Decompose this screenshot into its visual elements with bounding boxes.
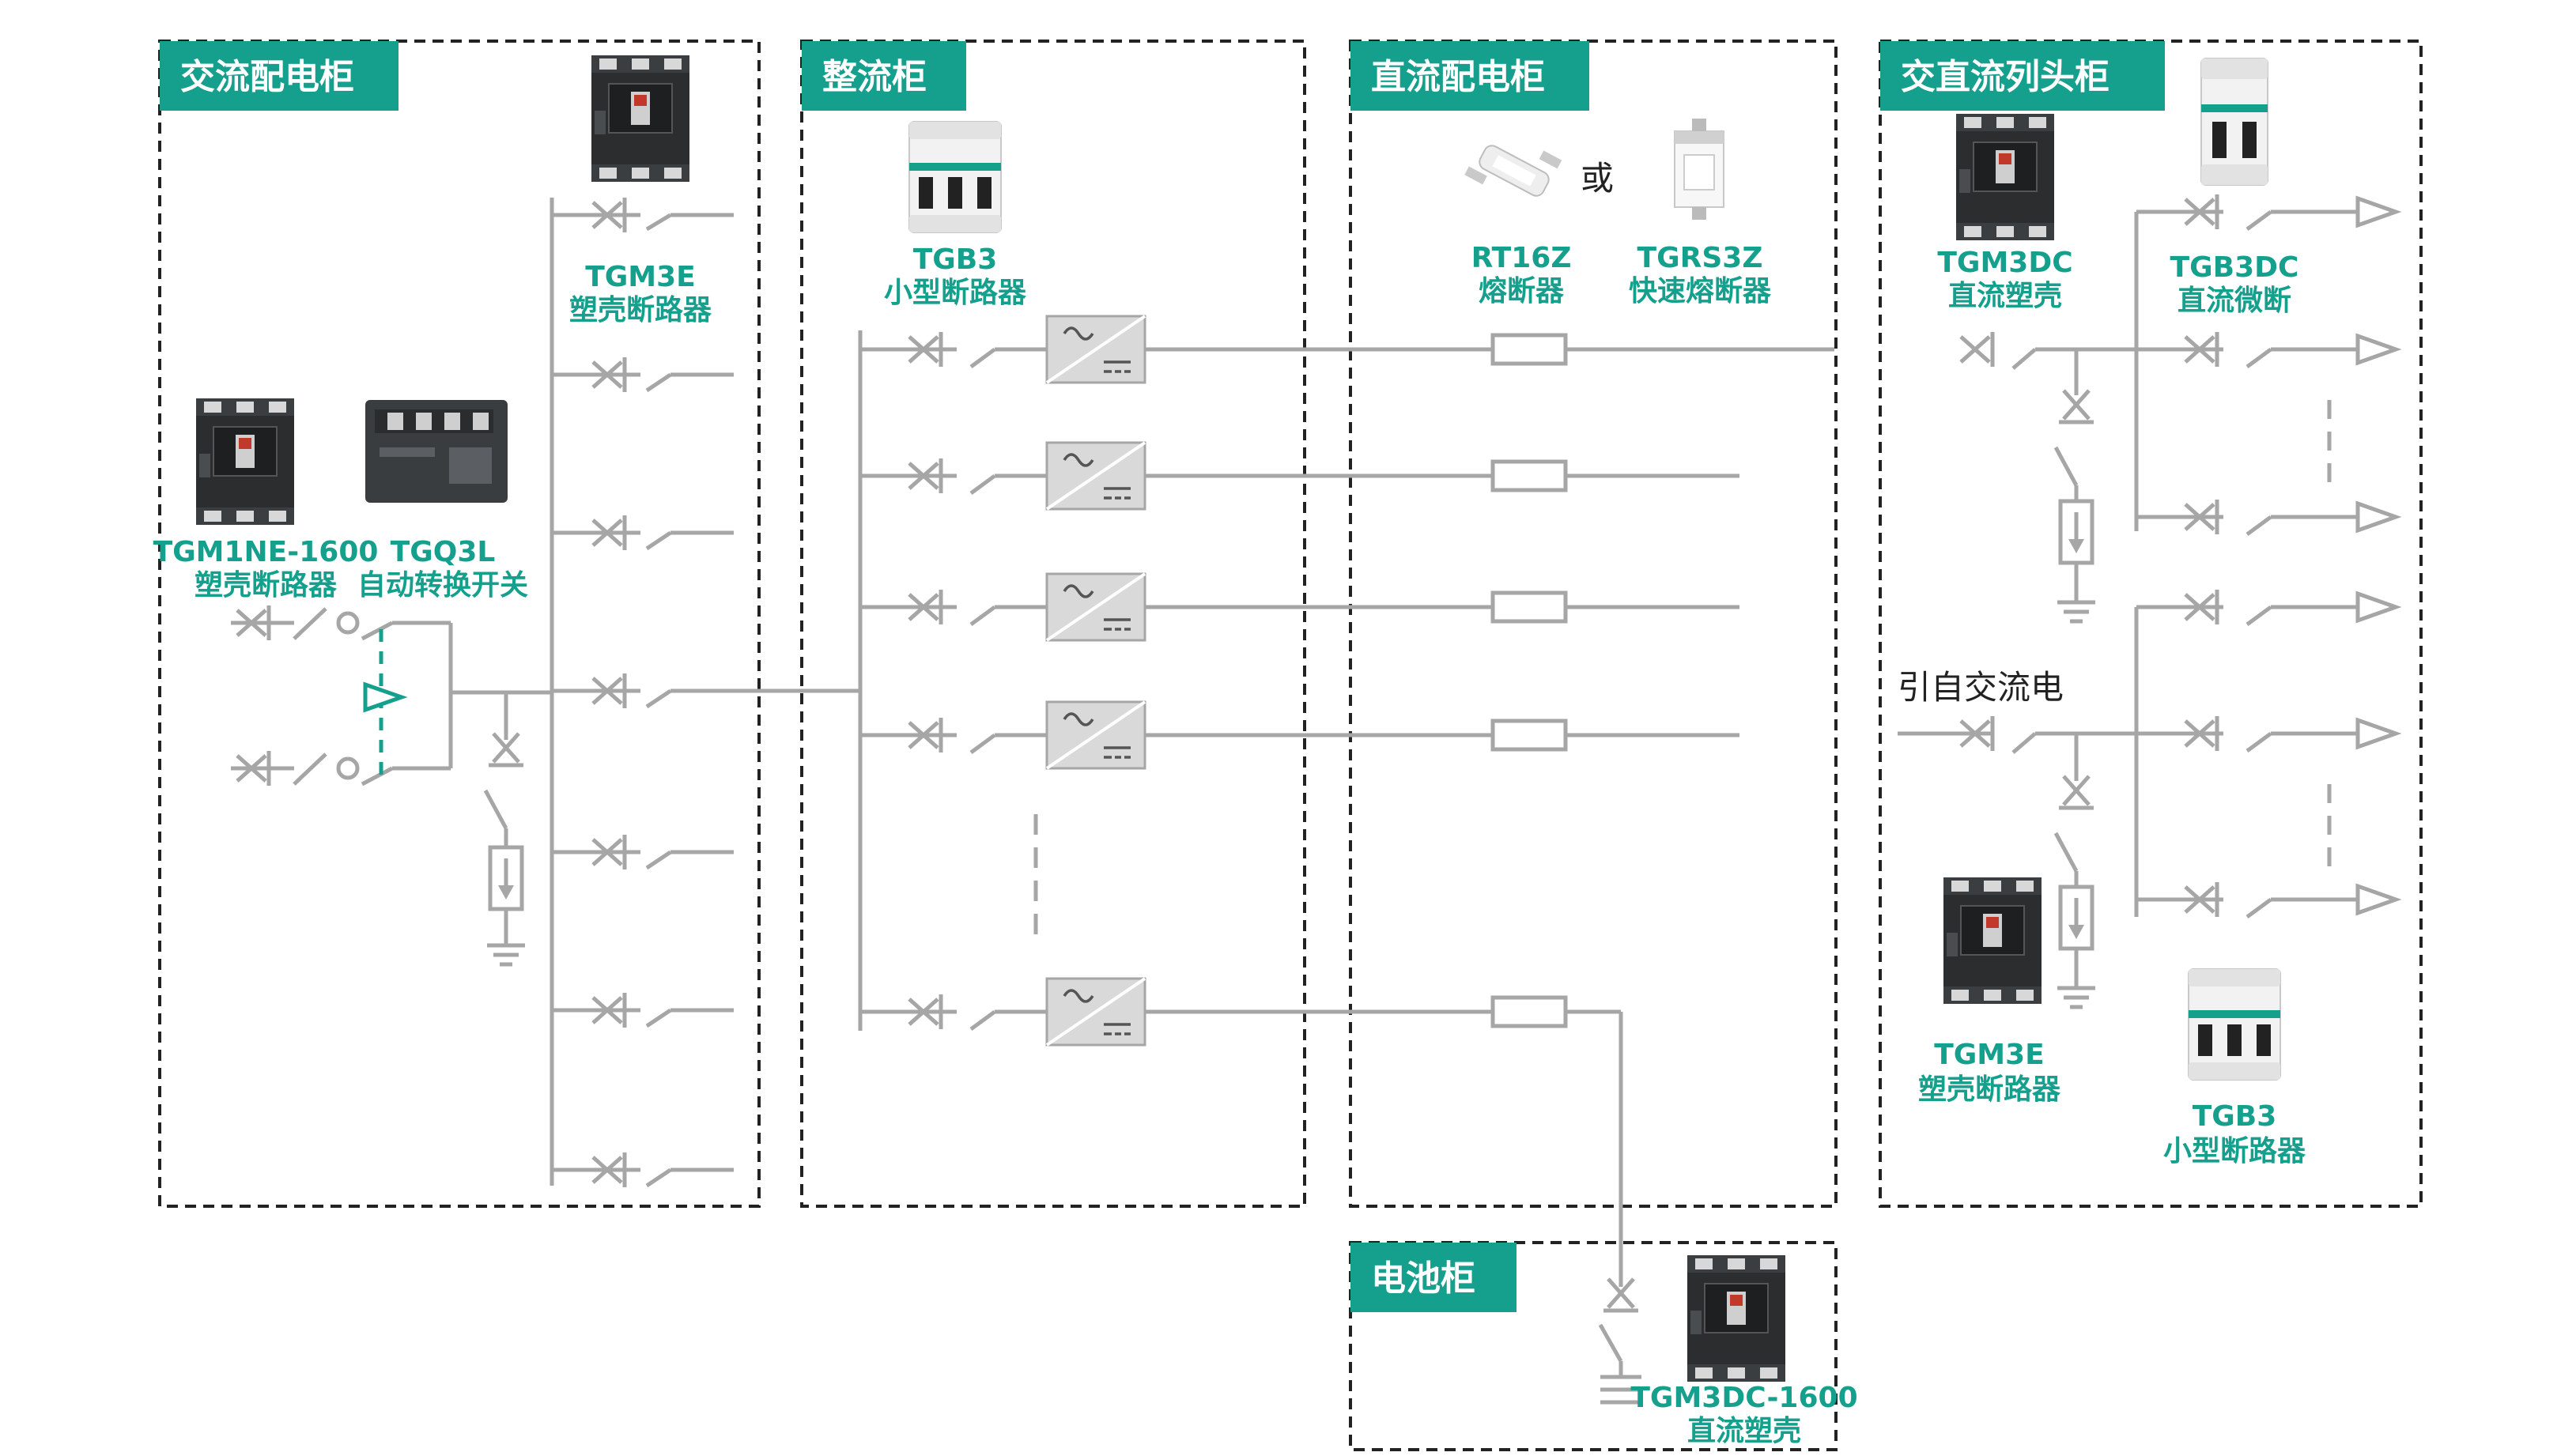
tgb3dc-model: TGB3DC <box>2170 251 2299 284</box>
tgm1ne-model: TGM1NE-1600 <box>153 536 379 568</box>
tgq3l-image <box>365 400 508 503</box>
dc-circuit: 或 RT16Z 熔断器 TGRS3Z 快速熔断器 <box>1464 119 1772 1287</box>
box-dc <box>1349 40 1838 1208</box>
battery-circuit: TGM3DC-1600 直流塑壳 <box>1598 1254 1858 1447</box>
ac-source-label: 引自交流电 <box>1898 668 2064 707</box>
tgm3e-ac-desc: 塑壳断路器 <box>569 294 712 326</box>
rectifier-rows <box>860 315 1834 1047</box>
rt16z-model: RT16Z <box>1471 242 1572 274</box>
section-title-ac: 交流配电柜 <box>180 57 354 97</box>
tgm3dc1600-model: TGM3DC-1600 <box>1630 1382 1857 1414</box>
tgm3dc1600-image <box>1686 1254 1786 1382</box>
section-title-battery: 电池柜 <box>1371 1258 1475 1299</box>
or-label: 或 <box>1581 159 1614 198</box>
section-tag-ac: 交流配电柜 <box>160 41 398 111</box>
rt16z-desc: 熔断器 <box>1479 275 1565 307</box>
tgm1ne-image <box>195 398 295 526</box>
box-battery <box>1349 1241 1838 1451</box>
box-ac <box>158 40 761 1208</box>
ac-circuit: TGM3E 塑壳断路器 TGM1NE-1600 塑壳断路器 TGQ3L 自动转换… <box>153 55 860 1187</box>
tgrs3z-desc: 快速熔断器 <box>1629 275 1772 307</box>
box-rectifier <box>800 40 1306 1208</box>
tgm3e-head-model: TGM3E <box>1934 1039 2045 1071</box>
tgq3l-model: TGQ3L <box>391 536 496 568</box>
rt16z-image <box>1464 145 1562 197</box>
section-title-rectifier: 整流柜 <box>822 57 927 97</box>
tgrs3z-model: TGRS3Z <box>1637 242 1763 274</box>
section-title-acdc-head: 交直流列头柜 <box>1901 57 2110 97</box>
fuses <box>1490 333 1568 1028</box>
acdc-head-circuit: 引自交流电 TGM3DC 直流塑壳 TGB3DC 直流微断 TGM3E 塑壳断路… <box>1898 58 2396 1167</box>
tgb3-head-desc: 小型断路器 <box>2163 1135 2306 1167</box>
section-boxes <box>158 40 2423 1451</box>
tgrs3z-image <box>1674 119 1724 220</box>
tgm3e-ac-image <box>591 55 690 183</box>
section-tag-dc: 直流配电柜 <box>1350 41 1589 111</box>
ac-feeders <box>552 198 860 1187</box>
section-tag-rectifier: 整流柜 <box>802 41 966 111</box>
tgm3e-head-desc: 塑壳断路器 <box>1918 1073 2061 1106</box>
tgm3dc1600-desc: 直流塑壳 <box>1687 1415 1801 1447</box>
tgb3-rect-image <box>908 121 1002 233</box>
tgm3dc-model: TGM3DC <box>1937 247 2072 279</box>
tgq3l-desc: 自动转换开关 <box>357 569 528 602</box>
tgb3dc-desc: 直流微断 <box>2178 285 2291 317</box>
tgb3-head-image <box>2188 968 2281 1081</box>
tgb3dc-image <box>2200 58 2268 186</box>
tgm3dc-image <box>1955 113 2055 241</box>
section-tag-acdc-head: 交直流列头柜 <box>1880 41 2165 111</box>
tgm3e-ac-model: TGM3E <box>585 261 696 293</box>
tgm3dc-desc: 直流塑壳 <box>1948 280 2062 312</box>
section-title-dc: 直流配电柜 <box>1371 57 1545 97</box>
tgb3-rect-desc: 小型断路器 <box>884 277 1027 309</box>
tgb3-head-model: TGB3 <box>2193 1100 2277 1133</box>
section-tag-battery: 电池柜 <box>1350 1243 1517 1312</box>
rectifier-circuit: TGB3 小型断路器 <box>858 121 1834 1047</box>
box-acdc-head <box>1879 40 2423 1208</box>
tgb3-rect-model: TGB3 <box>913 243 998 276</box>
tgm3e-head-image <box>1943 877 2042 1005</box>
tgm1ne-desc: 塑壳断路器 <box>195 569 338 602</box>
